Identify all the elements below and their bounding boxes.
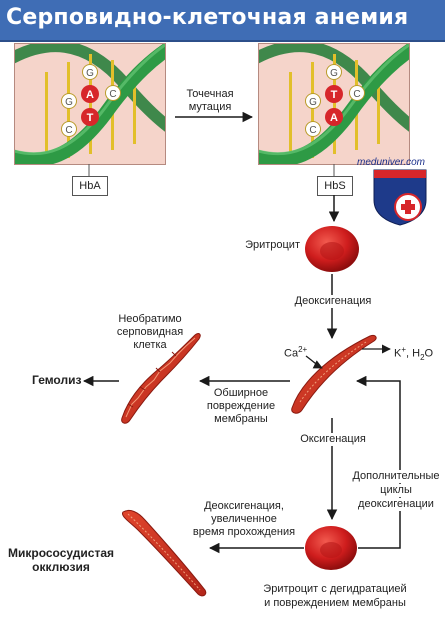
- irreversible-label-2: серповидная: [116, 326, 184, 338]
- base-node: C: [105, 85, 121, 101]
- svg-text:T: T: [87, 112, 94, 124]
- dehydrated-erythrocyte-cell: [305, 526, 357, 570]
- damage-label-1: Обширное: [213, 387, 269, 399]
- irreversible-label-3: клетка: [133, 339, 167, 351]
- dna-panel-hbs: G T G A C C: [258, 43, 410, 165]
- svg-text:A: A: [86, 89, 94, 101]
- dna-helix-hbs: G T G A C C: [259, 44, 409, 164]
- dehydrated-label-2: и повреждением мембраны: [264, 597, 406, 609]
- mutation-label-line2: мутация: [188, 101, 232, 113]
- erythrocyte-label: Эритроцит: [245, 239, 300, 251]
- calcium-label: Ca2+: [284, 345, 308, 360]
- irreversible-label-1: Необратимо: [118, 313, 182, 325]
- base-node: A: [325, 108, 343, 126]
- svg-text:C: C: [353, 89, 360, 100]
- meduniver-logo-icon: [373, 169, 427, 226]
- deox-time-label-1: Деоксигенация,: [204, 500, 284, 512]
- svg-text:C: C: [309, 125, 316, 136]
- mutation-label-line1: Точечная: [186, 88, 234, 100]
- base-node: G: [326, 64, 342, 80]
- gene-box-hbs: HbS: [317, 176, 353, 196]
- base-node: T: [325, 85, 343, 103]
- watermark-text: meduniver.com: [357, 157, 425, 168]
- base-node: G: [305, 93, 321, 109]
- page-title: Серповидно-клеточная анемия: [6, 5, 409, 30]
- sickle-cell-central: [291, 335, 377, 414]
- cycles-label-2: циклы: [347, 484, 445, 497]
- potassium-water-label: K+, H2O: [394, 345, 434, 362]
- svg-text:G: G: [330, 68, 338, 79]
- gene-box-hba: HbA: [72, 176, 108, 196]
- occlusion-label-1: Микрососудистая: [8, 546, 114, 560]
- svg-text:C: C: [65, 125, 72, 136]
- base-node: A: [81, 85, 99, 103]
- deoxygenation-label: Деоксигенация: [283, 295, 383, 308]
- base-node: T: [81, 108, 99, 126]
- base-node: C: [305, 121, 321, 137]
- dna-helix-hba: G A G T C C: [15, 44, 165, 164]
- erythrocyte-cell: [305, 226, 359, 272]
- deox-time-label-2: увеличенное: [211, 513, 277, 525]
- hemolysis-label: Гемолиз: [32, 373, 82, 387]
- base-node: G: [82, 64, 98, 80]
- arrow-calcium: [305, 355, 323, 369]
- svg-text:G: G: [309, 97, 317, 108]
- occlusion-label-2: окклюзия: [32, 560, 90, 574]
- damage-label-3: мембраны: [214, 413, 268, 425]
- svg-text:C: C: [109, 89, 116, 100]
- svg-text:G: G: [65, 97, 73, 108]
- oxygenation-label: Оксигенация: [289, 433, 377, 446]
- base-node: C: [349, 85, 365, 101]
- cycles-label-1: Дополнительные: [347, 470, 445, 483]
- dna-panel-hba: G A G T C C: [14, 43, 166, 165]
- base-node: G: [61, 93, 77, 109]
- svg-text:T: T: [331, 89, 338, 101]
- dehydrated-label-1: Эритроцит с дегидратацией: [263, 583, 407, 595]
- svg-text:A: A: [330, 112, 338, 124]
- sickle-cell-irreversible: [121, 333, 201, 424]
- svg-text:G: G: [86, 68, 94, 79]
- sickle-cell-occlusion: [121, 509, 207, 597]
- damage-label-2: повреждение: [206, 400, 276, 412]
- deox-time-label-3: время прохождения: [192, 526, 296, 538]
- base-node: C: [61, 121, 77, 137]
- cycles-label-3: деоксигенации: [347, 498, 445, 511]
- arrow-feedback-cycles: [355, 375, 401, 549]
- title-bar: Серповидно-клеточная анемия: [0, 0, 445, 42]
